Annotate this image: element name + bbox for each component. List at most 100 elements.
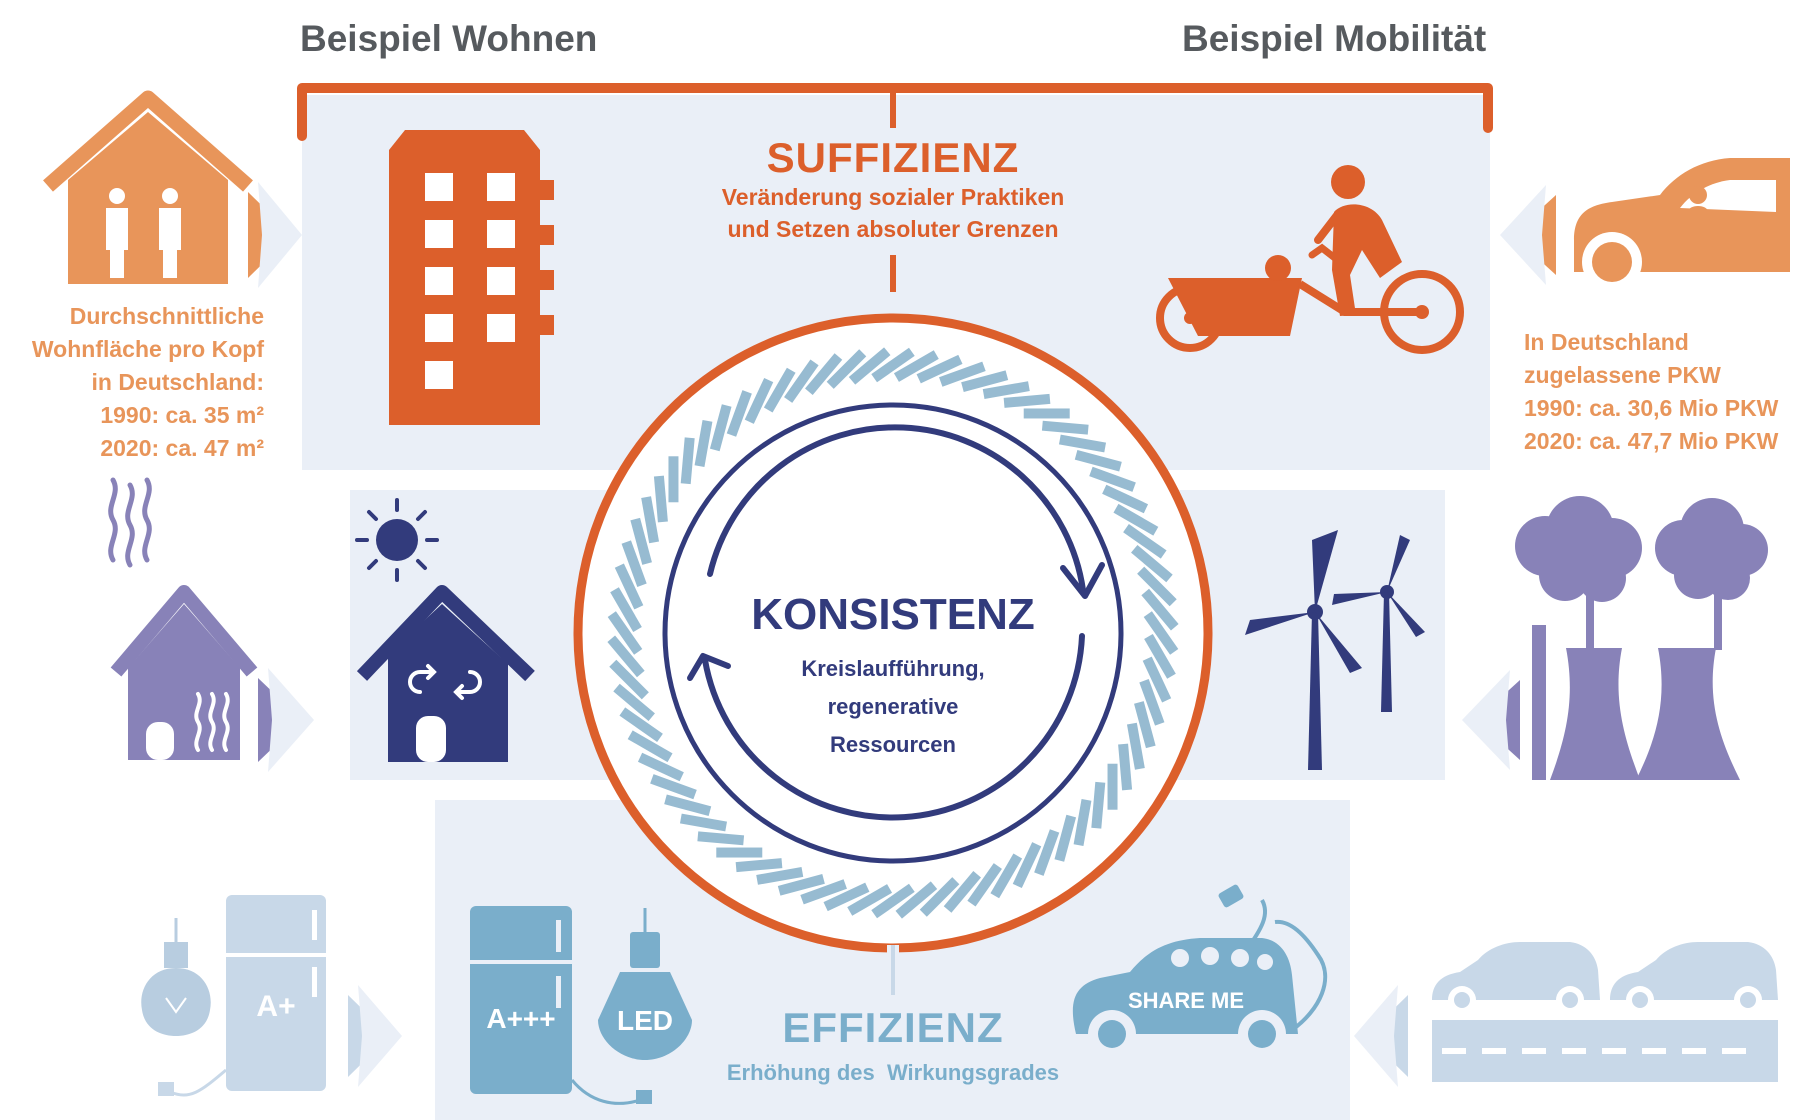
ring-dash [694,419,713,468]
arrow-shadow [258,182,302,288]
ring-dash [1073,798,1092,847]
ring-dash [609,659,649,700]
ring-dash [990,853,1023,899]
wind-turbine-icon [1245,530,1425,770]
ring-dash [823,882,870,912]
ring-dash [1141,588,1179,631]
ring-dash [1074,449,1122,472]
power-plant-icon [1515,496,1768,780]
house-people-icon [43,90,253,284]
ring-dash [641,496,660,544]
led-bulb-icon [598,908,692,1060]
cycle-arrow-head [687,653,731,681]
stats-line: zugelassene PKW [1524,362,1721,388]
ring-dash [1118,743,1133,791]
arrow-shadow [358,985,402,1087]
stats-line: in Deutschland: [91,369,264,395]
ring-dash [826,349,867,389]
ring-dash [1012,842,1042,889]
arrow-shadow [1462,670,1510,770]
arrow-shadow [268,668,314,772]
heated-house-icon [110,585,258,760]
effizienz-subtitle: Erhöhung des Wirkungsgrades [726,1060,1060,1085]
arrow-shadow [1354,985,1398,1087]
ring-dash [1003,393,1051,408]
ring-dash [805,353,843,395]
ring-dash [637,752,684,782]
old-fridge-icon [158,895,326,1097]
heading-mobilitaet: Beispiel Mobilität [1182,18,1487,59]
apartment-building-icon [389,130,554,425]
fridge-rating-new: A+++ [486,1003,556,1034]
ring-dash [848,347,891,385]
heading-wohnen: Beispiel Wohnen [300,18,598,59]
ring-dash [610,587,642,633]
efficient-fridge-icon [470,906,652,1105]
ring-dash [784,359,819,403]
ring-dash [1102,484,1149,514]
ring-dash [871,883,915,919]
heat-waves-icon [108,477,152,568]
ring-dash [716,847,763,858]
ring-dash [1091,781,1106,829]
stats-line: 1990: ca. 35 m² [100,402,264,428]
ring-dash [1089,466,1136,492]
arrow-shadow [1500,185,1546,285]
ring-dash [756,866,804,885]
ring-dash [1041,420,1089,435]
stats-line: Wohnfläche pro Kopf [31,336,264,362]
sun-icon [355,498,439,582]
ring-dash [1123,524,1167,559]
ring-dash [1142,656,1172,703]
ring-dash [916,354,963,384]
car-icon [1574,158,1790,292]
led-label: LED [617,1005,673,1036]
ring-dash [627,730,673,763]
share-car-icon [1072,884,1328,1058]
share-me-label: SHARE ME [1127,988,1245,1013]
ring-dash [709,404,732,452]
konsistenz-line-1: Kreislaufführung, [801,656,985,681]
ring-dash [1034,829,1060,876]
ring-dash [777,874,825,896]
ring-dash [847,884,893,916]
konsistenz-line-3: Ressourcen [830,732,956,757]
konsistenz-line-2: regenerative [827,694,959,719]
ring-dash [800,879,847,905]
konsistenz-title: KONSISTENZ [751,590,1035,639]
stats-line: Durchschnittliche [69,303,264,329]
ring-dash [1126,722,1145,770]
ring-dash [1054,814,1077,862]
inner-circle [662,402,1124,864]
ring-dash [619,707,663,742]
ring-dash [614,563,644,610]
stats-line: In Deutschland [1524,329,1689,355]
ring-dash [679,813,728,832]
ring-dash [680,437,695,485]
ring-dash [726,390,752,437]
ring-dash [939,361,986,387]
ring-dash [1107,763,1118,810]
suffizienz-line-1: Veränderung sozialer Praktiken [721,184,1065,210]
ring-dash [697,831,745,846]
ring-dash [943,871,981,913]
fridge-rating-old: A+ [256,990,296,1023]
ring-dash [1143,611,1179,655]
dash-ring [607,347,1179,919]
ring-dash [1131,545,1173,583]
ring-dash [668,456,679,503]
ring-dash [653,475,668,523]
ring-dash [1137,566,1177,607]
circular-house-icon [356,585,535,762]
ring-dash [664,794,712,817]
traffic-icon [1432,942,1778,1082]
ring-dash [607,635,645,678]
ring-dash [871,347,915,383]
cargo-bike-icon [1156,165,1464,354]
effizienz-title: EFFIZIENZ [782,1004,1004,1051]
wohnflaeche-stats: Durchschnittliche Wohnfläche pro Kopf in… [32,300,264,465]
ring-dash [1058,434,1107,453]
ring-dash [919,877,960,917]
